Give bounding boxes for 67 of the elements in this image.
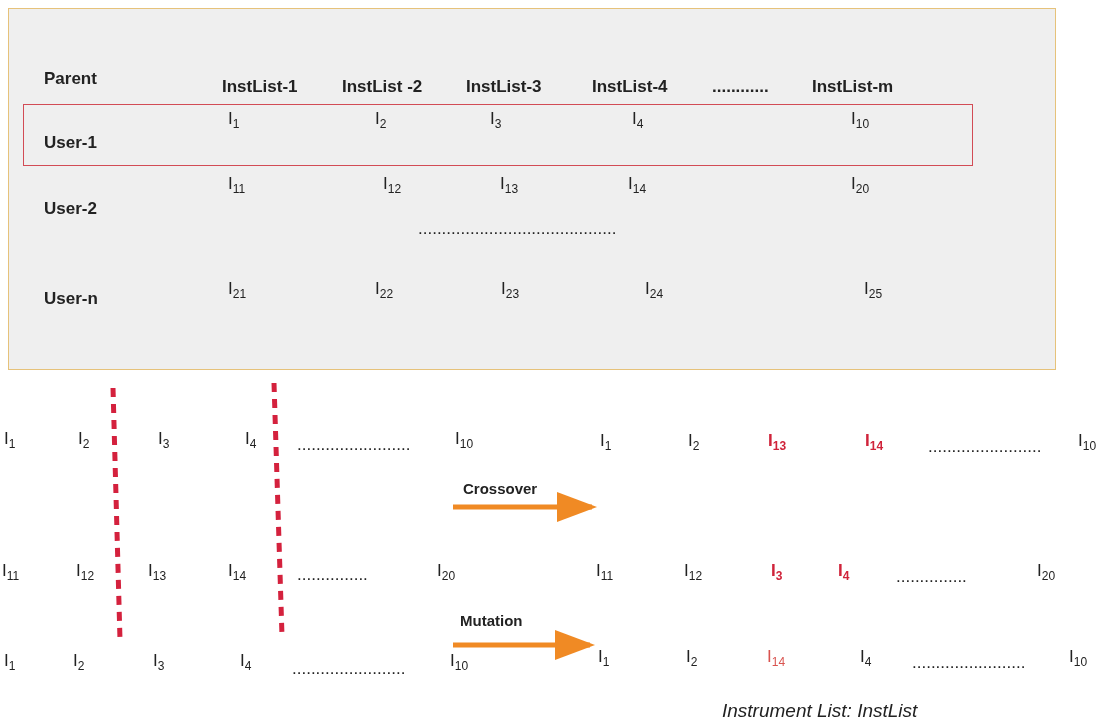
gene-label: I$_{25}$ bbox=[864, 278, 883, 304]
gene-label: I$_{12}$ bbox=[76, 560, 95, 586]
header-label: InstList -2 bbox=[342, 76, 423, 98]
gene-label: I$_{2}$ bbox=[686, 646, 698, 672]
gene-label: I$_{2}$ bbox=[375, 108, 387, 134]
header-label: User-2 bbox=[44, 198, 97, 220]
caption: Instrument List: InstList bbox=[722, 700, 918, 722]
gene-label: I$_{1}$ bbox=[600, 430, 612, 456]
ellipsis-dots: ............... bbox=[297, 564, 368, 586]
ellipsis-dots: .......................................... bbox=[418, 218, 617, 240]
ellipsis-dots: ........................ bbox=[297, 434, 411, 456]
gene-label: I$_{10}$ bbox=[1069, 646, 1088, 672]
gene-label: I$_{11}$ bbox=[2, 560, 20, 586]
gene-label: I$_{13}$ bbox=[148, 560, 167, 586]
gene-label: I$_{24}$ bbox=[645, 278, 664, 304]
gene-label: I$_{20}$ bbox=[851, 173, 870, 199]
gene-label: I$_{14}$ bbox=[228, 560, 247, 586]
gene-label: I$_{2}$ bbox=[73, 650, 85, 676]
gene-label: I$_{22}$ bbox=[375, 278, 394, 304]
gene-label: I$_{4}$ bbox=[860, 646, 872, 672]
gene-label: I$_{4}$ bbox=[245, 428, 257, 454]
gene-label: I$_{2}$ bbox=[688, 430, 700, 456]
gene-label: I$_{3}$ bbox=[771, 560, 783, 586]
gene-label: I$_{11}$ bbox=[228, 173, 246, 199]
gene-label: I$_{14}$ bbox=[865, 430, 884, 456]
gene-label: I$_{10}$ bbox=[851, 108, 870, 134]
gene-label: I$_{1}$ bbox=[4, 428, 16, 454]
gene-label: I$_{3}$ bbox=[158, 428, 170, 454]
gene-label: I$_{11}$ bbox=[596, 560, 614, 586]
gene-label: I$_{4}$ bbox=[838, 560, 850, 586]
operation-label: Mutation bbox=[460, 611, 523, 631]
gene-label: I$_{10}$ bbox=[455, 428, 474, 454]
gene-label: I$_{12}$ bbox=[383, 173, 402, 199]
ellipsis-dots: ........................ bbox=[928, 436, 1042, 458]
header-label: InstList-3 bbox=[466, 76, 542, 98]
gene-label: I$_{1}$ bbox=[598, 646, 610, 672]
ellipsis-dots: ............... bbox=[896, 566, 967, 588]
operation-label: Crossover bbox=[463, 479, 538, 499]
gene-label: I$_{14}$ bbox=[628, 173, 647, 199]
gene-label: I$_{2}$ bbox=[78, 428, 90, 454]
gene-label: I$_{4}$ bbox=[632, 108, 644, 134]
header-label: InstList-1 bbox=[222, 76, 298, 98]
gene-label: I$_{20}$ bbox=[437, 560, 456, 586]
gene-label: I$_{14}$ bbox=[767, 646, 786, 672]
highlight-box bbox=[23, 104, 973, 166]
gene-label: I$_{13}$ bbox=[768, 430, 787, 456]
ellipsis-dots: ........................ bbox=[912, 652, 1026, 674]
ellipsis-dots: ........................ bbox=[292, 658, 406, 680]
gene-label: I$_{21}$ bbox=[228, 278, 247, 304]
header-label: User-n bbox=[44, 288, 98, 310]
header-label: InstList-4 bbox=[592, 76, 668, 98]
gene-label: I$_{13}$ bbox=[500, 173, 519, 199]
gene-label: I$_{3}$ bbox=[490, 108, 502, 134]
gene-label: I$_{1}$ bbox=[228, 108, 240, 134]
header-label: InstList-m bbox=[812, 76, 894, 98]
panel bbox=[8, 8, 1056, 370]
gene-label: I$_{10}$ bbox=[450, 650, 469, 676]
gene-label: I$_{12}$ bbox=[684, 560, 703, 586]
gene-label: I$_{20}$ bbox=[1037, 560, 1056, 586]
gene-label: I$_{10}$ bbox=[1078, 430, 1097, 456]
ellipsis-dots: ............ bbox=[712, 76, 769, 98]
gene-label: I$_{3}$ bbox=[153, 650, 165, 676]
header-label: Parent bbox=[44, 68, 97, 90]
gene-label: I$_{23}$ bbox=[501, 278, 520, 304]
gene-label: I$_{1}$ bbox=[4, 650, 16, 676]
header-label: User-1 bbox=[44, 132, 97, 154]
gene-label: I$_{4}$ bbox=[240, 650, 252, 676]
